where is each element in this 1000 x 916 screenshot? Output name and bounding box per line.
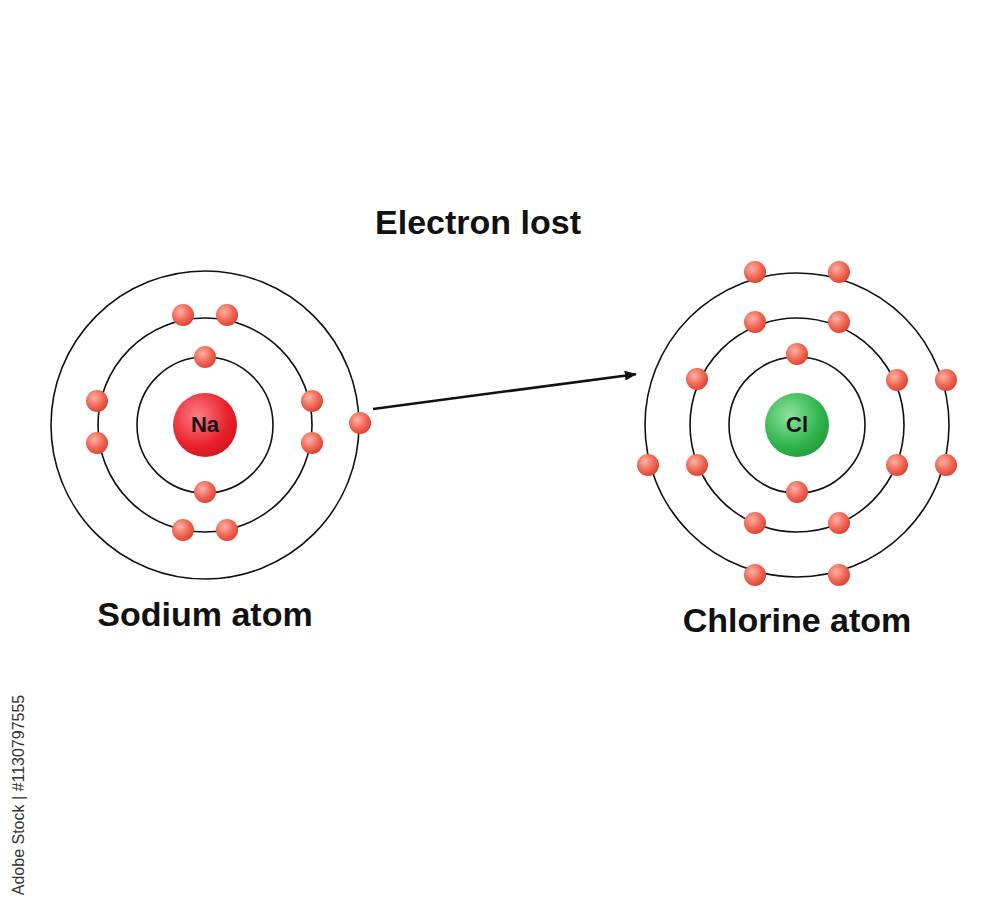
electron — [172, 519, 194, 541]
nucleus: Na — [173, 393, 237, 457]
electron — [172, 304, 194, 326]
electron — [686, 368, 708, 390]
electron — [686, 454, 708, 476]
electron — [886, 454, 908, 476]
electron — [86, 390, 108, 412]
element-symbol: Cl — [786, 412, 808, 438]
electron — [828, 512, 850, 534]
electron — [828, 311, 850, 333]
electron — [349, 412, 371, 434]
watermark-text: Adobe Stock | #1130797555 — [9, 695, 29, 895]
electron — [301, 432, 323, 454]
electron — [935, 369, 957, 391]
electron — [301, 390, 323, 412]
atom-caption: Chlorine atom — [683, 600, 912, 640]
electron — [786, 481, 808, 503]
electron — [86, 432, 108, 454]
electron — [828, 564, 850, 586]
arrow-label: Electron lost — [375, 202, 581, 242]
transfer-arrow — [373, 374, 636, 409]
electron — [194, 346, 216, 368]
element-symbol: Na — [191, 412, 219, 438]
electron — [886, 369, 908, 391]
nucleus: Cl — [765, 393, 829, 457]
electron — [744, 311, 766, 333]
atom-shell: Sodium atomNa — [50, 270, 360, 580]
electron — [216, 304, 238, 326]
atom-caption: Sodium atom — [97, 594, 312, 634]
electron — [786, 343, 808, 365]
electron — [744, 564, 766, 586]
atom-shell: Chlorine atomCl — [644, 272, 950, 578]
electron — [744, 512, 766, 534]
electron — [194, 481, 216, 503]
electron — [216, 519, 238, 541]
